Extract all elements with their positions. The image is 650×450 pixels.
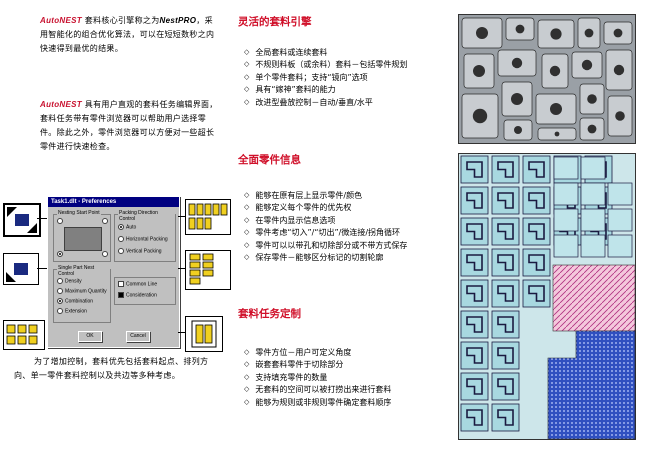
horizontal-packing-thumbnail bbox=[185, 199, 231, 235]
list-item: 单个零件套料；支持“镜向”选项 bbox=[244, 72, 407, 84]
section-title-part-info: 全面零件信息 bbox=[238, 154, 301, 166]
preferences-dialog: Task1.dlt - Preferences Nesting Start Po… bbox=[47, 196, 180, 348]
packing-option-auto[interactable]: Auto bbox=[118, 224, 136, 230]
start-point-preview bbox=[64, 227, 102, 251]
callout-line-3 bbox=[178, 216, 185, 217]
nested-sheet-image bbox=[458, 14, 636, 144]
list-item: 无套料的空间可以被打捞出来进行套料 bbox=[244, 384, 391, 396]
task-custom-list: 零件方位－用户可定义角度 嵌套套料零件于切除部分 支持填充零件的数量 无套料的空… bbox=[244, 347, 391, 409]
callout-line-5 bbox=[178, 332, 185, 333]
yellow-parts-vertical-icon bbox=[189, 253, 214, 285]
list-item: 不规则料板（或余料）套料－包括零件规划 bbox=[244, 59, 407, 71]
start-point-radio-tr[interactable] bbox=[102, 218, 110, 224]
start-point-radio-br[interactable] bbox=[102, 251, 110, 257]
start-corner-icon bbox=[6, 206, 38, 234]
cancel-button[interactable]: Cancel bbox=[126, 331, 150, 342]
callout-line-1 bbox=[37, 218, 47, 219]
list-item: 嵌套套料零件于切除部分 bbox=[244, 359, 391, 371]
single-part-nest-group: Single Part Nest Control Density Maximum… bbox=[53, 265, 111, 323]
list-item: 能够在原有层上显示零件/颜色 bbox=[244, 190, 407, 202]
list-item: 能够定义每个零件的优先权 bbox=[244, 202, 407, 214]
callout-line-4 bbox=[178, 268, 185, 269]
yellow-parts-icon bbox=[6, 324, 38, 345]
intro-text-2: 具有用户直观的套料任务编辑界面，套料任务带有零件浏览器可以帮助用户选择零件。除此… bbox=[40, 100, 218, 151]
packing-option-vertical[interactable]: Vertical Packing bbox=[118, 248, 162, 254]
single-option-density[interactable]: Density bbox=[57, 278, 82, 284]
single-part-nest-label: Single Part Nest Control bbox=[57, 265, 110, 277]
packing-direction-group: Packing Direction Control Auto Horizonta… bbox=[114, 210, 176, 262]
intro-text-3: 为了增加控制，套料优先包括套料起点、排列方向、单一零件套料控制以及共边等多种考虑… bbox=[14, 357, 209, 380]
single-option-max-quantity[interactable]: Maximum Quantity bbox=[57, 288, 107, 294]
callout-line-2 bbox=[37, 268, 47, 269]
intro-paragraph-1: AutoNEST 套料核心引擎称之为NestPRO，采用智能化的组合优化算法，可… bbox=[40, 14, 218, 56]
engine-feature-list: 全局套料或连续套料 不规则料板（或余料）套料－包括零件规划 单个零件套料；支持“… bbox=[244, 47, 407, 109]
list-item: 具有“嫁神”套料的能力 bbox=[244, 84, 407, 96]
start-corner-thumbnail-2 bbox=[3, 253, 39, 285]
nesting-start-point-group: Nesting Start Point bbox=[53, 210, 111, 262]
nesting-layout-image bbox=[458, 153, 636, 440]
nested-sheet-drawing bbox=[458, 14, 636, 144]
section-title-engine: 灵活的套料引擎 bbox=[238, 16, 312, 28]
list-item: 零件方位－用户可定义角度 bbox=[244, 347, 391, 359]
nesting-start-point-label: Nesting Start Point bbox=[57, 210, 101, 216]
brand-autonest: AutoNEST bbox=[40, 16, 82, 25]
list-item: 在零件内显示信息选项 bbox=[244, 215, 407, 227]
list-item: 零件可以以带孔和切除部分或不带方式保存 bbox=[244, 240, 407, 252]
intro-paragraph-3: 为了增加控制，套料优先包括套料起点、排列方向、单一零件套料控制以及共边等多种考虑… bbox=[14, 355, 224, 383]
part-info-list: 能够在原有层上显示零件/颜色 能够定义每个零件的优先权 在零件内显示信息选项 零… bbox=[244, 190, 407, 264]
brand-nestpro: NestPRO bbox=[159, 16, 197, 25]
consideration-checkbox[interactable]: Consideration bbox=[118, 292, 157, 298]
start-corner-thumbnail bbox=[3, 203, 41, 237]
common-line-thumbnail bbox=[185, 316, 223, 352]
intro-text-1b: ，采用智能化的组合优化算法，可以在短短数秒之内快速得到最优的结果。 bbox=[40, 16, 215, 53]
intro-text-1a: 套料核心引擎称之为 bbox=[84, 16, 160, 25]
start-corner-icon-2 bbox=[6, 263, 28, 282]
start-point-radio-bl[interactable] bbox=[57, 251, 65, 257]
intro-paragraph-2: AutoNEST 具有用户直观的套料任务编辑界面，套料任务带有零件浏览器可以帮助… bbox=[40, 98, 218, 154]
start-point-radio-tl[interactable] bbox=[57, 218, 65, 224]
brand-autonest: AutoNEST bbox=[40, 100, 82, 109]
list-item: 零件考虑“切入”/“切出”/微连接/拐角循环 bbox=[244, 227, 407, 239]
vertical-packing-thumbnail bbox=[3, 320, 45, 350]
list-item: 能够为规则或非规则零件确定套料顺序 bbox=[244, 397, 391, 409]
list-item: 全局套料或连续套料 bbox=[244, 47, 407, 59]
common-line-group: Common Line Consideration bbox=[114, 277, 176, 305]
single-option-combination[interactable]: Combination bbox=[57, 298, 93, 304]
list-item: 支持填充零件的数量 bbox=[244, 372, 391, 384]
packing-option-horizontal[interactable]: Horizontal Packing bbox=[118, 236, 168, 242]
list-item: 改进型叠放控制－自动/垂直/水平 bbox=[244, 97, 407, 109]
single-option-extension[interactable]: Extension bbox=[57, 308, 87, 314]
yellow-parts-horizontal-icon bbox=[188, 203, 228, 230]
list-item: 保存零件－能够区分标记的切割轮廓 bbox=[244, 252, 407, 264]
dialog-title-bar: Task1.dlt - Preferences bbox=[48, 197, 179, 207]
packing-direction-label: Packing Direction Control bbox=[118, 210, 175, 222]
vertical-packing-thumbnail-2 bbox=[185, 250, 231, 290]
section-title-task-custom: 套料任务定制 bbox=[238, 308, 301, 320]
nesting-layout-drawing bbox=[458, 153, 636, 440]
common-line-icon bbox=[191, 320, 217, 348]
ok-button[interactable]: OK bbox=[78, 331, 102, 342]
common-line-checkbox[interactable]: Common Line bbox=[118, 281, 157, 287]
